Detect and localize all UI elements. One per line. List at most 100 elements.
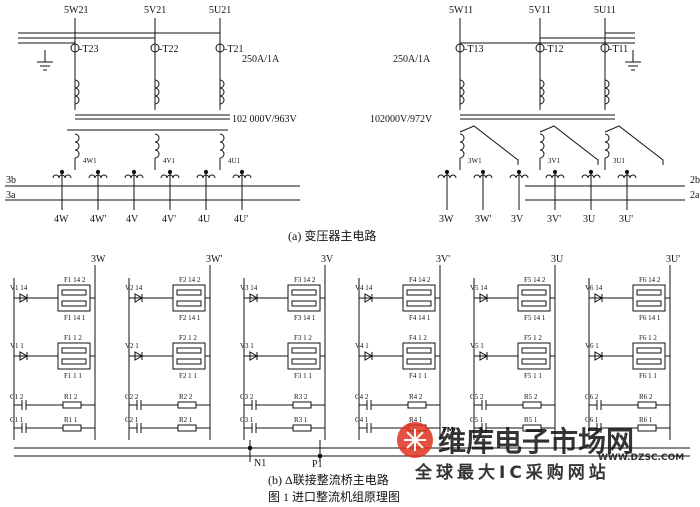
resistor-label: R5 2 [524, 393, 538, 401]
output-label: 4W [54, 214, 69, 225]
winding-coil [473, 174, 493, 179]
output-label: 3W [439, 214, 454, 225]
diode-label: V5 14 [470, 284, 488, 292]
fuse-icon [61, 358, 87, 365]
capacitor-label: C4 1 [355, 416, 369, 424]
ct-ratio: 250A/1A [393, 54, 431, 65]
terminal-label: 5V21 [144, 5, 166, 16]
junction-dot [317, 453, 323, 459]
capacitor-label: C6 1 [585, 416, 599, 424]
transformer-ratio: 102000V/972V [370, 114, 433, 125]
winding-coil [232, 174, 252, 179]
winding-coil [124, 174, 144, 179]
junction-dot [480, 169, 486, 175]
junction-dot [552, 169, 558, 175]
diode-icon [594, 293, 604, 303]
resistor-icon [407, 401, 427, 409]
junction-dot [624, 169, 630, 175]
fuse-label: F1 1 1 [64, 372, 82, 380]
diode-icon [479, 293, 489, 303]
winding-coil [617, 174, 637, 179]
bus-label: 2b [690, 175, 700, 186]
bus-label: 3a [6, 190, 16, 201]
diode-icon [594, 351, 604, 361]
diode-label: V4 1 [355, 342, 369, 350]
current-transformer-icon [600, 43, 610, 53]
fuse-icon [636, 358, 662, 365]
output-label: 3W' [475, 214, 491, 225]
fuse-label: F4 1 1 [409, 372, 427, 380]
fuse-box [172, 284, 206, 312]
winding-coil [154, 133, 160, 159]
ct-label: -T13 [464, 44, 483, 55]
diode-label: V3 1 [240, 342, 254, 350]
ct-ratio: 250A/1A [242, 54, 280, 65]
caption-b: (b) Δ联接整流桥主电路 [268, 472, 389, 487]
current-transformer-icon [215, 43, 225, 53]
fuse-icon [61, 347, 87, 354]
output-label: 3V [511, 214, 524, 225]
fuse-icon [406, 300, 432, 307]
winding-coil [539, 79, 545, 105]
diode-icon [134, 351, 144, 361]
capacitor-label: C3 2 [240, 393, 254, 401]
ct-label: -T21 [224, 44, 243, 55]
capacitor-label: C3 1 [240, 416, 254, 424]
fuse-label: F5 1 1 [524, 372, 542, 380]
fuse-icon [61, 289, 87, 296]
resistor-label: R3 1 [294, 416, 308, 424]
fuse-label: F2 14 2 [179, 276, 201, 284]
diode-label: V2 1 [125, 342, 139, 350]
phase-label: 3V [321, 254, 334, 265]
resistor-icon [292, 424, 312, 432]
fuse-label: F5 14 1 [524, 314, 546, 322]
winding-coil [545, 174, 565, 179]
junction-dot [203, 169, 209, 175]
output-label: 4W' [90, 214, 106, 225]
capacitor-label: C6 2 [585, 393, 599, 401]
junction-dot [59, 169, 65, 175]
current-transformer-icon [455, 43, 465, 53]
resistor-icon [637, 424, 657, 432]
resistor-label: R5 1 [524, 416, 538, 424]
fuse-label: F2 14 1 [179, 314, 201, 322]
diode-label: V4 14 [355, 284, 373, 292]
resistor-label: R2 2 [179, 393, 193, 401]
winding-coil [219, 79, 225, 105]
winding-coil [88, 174, 108, 179]
fuse-icon [291, 300, 317, 307]
diode-label: V5 1 [470, 342, 484, 350]
diode-icon [134, 293, 144, 303]
winding-coil [604, 133, 610, 159]
junction-dot [516, 169, 522, 175]
winding-coil [459, 79, 465, 105]
terminal-label: 5W11 [449, 5, 473, 16]
current-transformer-icon [70, 43, 80, 53]
ct-label: -T11 [609, 44, 628, 55]
output-label: 4V' [162, 214, 176, 225]
fuse-label: F3 14 2 [294, 276, 316, 284]
secondary-label: 3W1 [468, 157, 482, 165]
junction-dot [588, 169, 594, 175]
fuse-icon [521, 347, 547, 354]
phase-label: 3U' [666, 254, 680, 265]
output-label: 3V' [547, 214, 561, 225]
fuse-icon [521, 358, 547, 365]
diode-label: V1 1 [10, 342, 24, 350]
fuse-label: F1 14 1 [64, 314, 86, 322]
phase-label: 3W' [206, 254, 222, 265]
diode-label: V2 14 [125, 284, 143, 292]
junction-dot [239, 169, 245, 175]
fuse-box [517, 284, 551, 312]
fuse-box [402, 284, 436, 312]
winding-coil [509, 174, 529, 179]
winding-coil [154, 79, 160, 105]
ct-label: -T22 [159, 44, 178, 55]
diode-label: V1 14 [10, 284, 28, 292]
